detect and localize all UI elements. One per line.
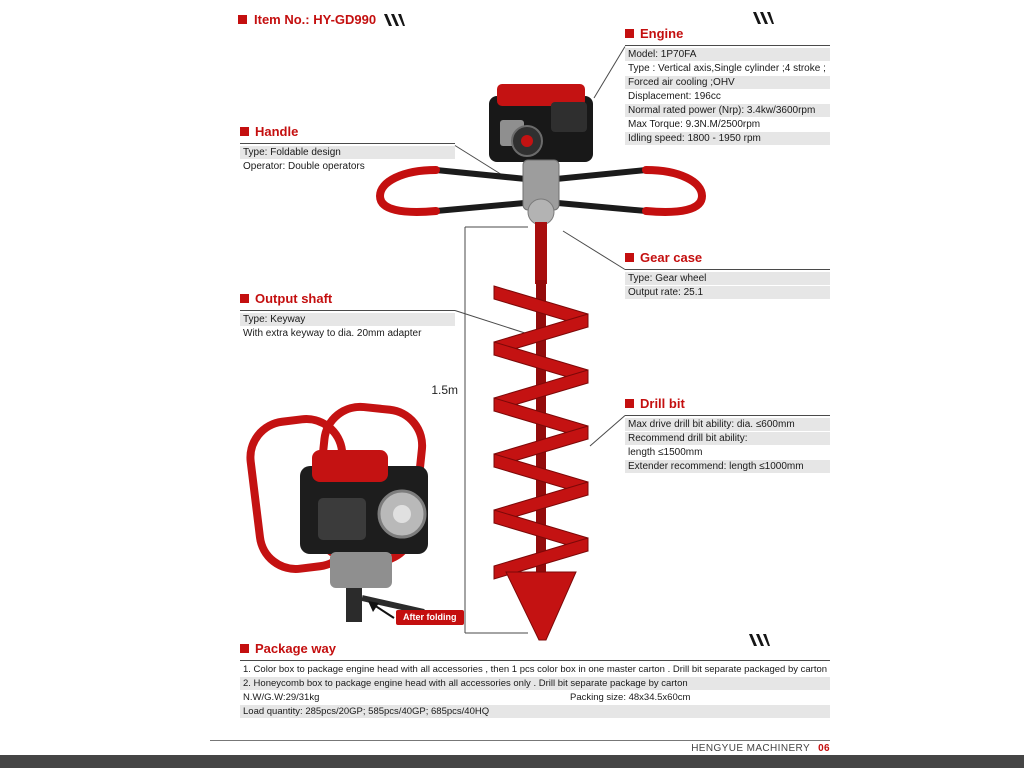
output-shaft-section-header: Output shaft <box>240 291 455 311</box>
folded-machine-figure <box>246 402 428 622</box>
package-way-lines: 1. Color box to package engine head with… <box>240 663 830 718</box>
package-line: Load quantity: 285pcs/20GP; 585pcs/40GP;… <box>240 705 830 718</box>
gear-case-spec-lines: Type: Gear wheel Output rate: 25.1 <box>625 272 830 299</box>
handle-spec-lines: Type: Foldable design Operator: Double o… <box>240 146 455 173</box>
spec-line: Type: Keyway <box>240 313 455 326</box>
spec-line: Idling speed: 1800 - 1950 rpm <box>625 132 830 145</box>
page-number: 06 <box>818 743 830 754</box>
measurement-lines <box>464 226 528 634</box>
package-way-section-title: Package way <box>255 641 336 656</box>
package-line: 2. Honeycomb box to package engine head … <box>240 677 830 690</box>
spec-line: Type: Foldable design <box>240 146 455 159</box>
handle-section-header: Handle <box>240 124 455 144</box>
auger-machine-figure <box>375 84 707 641</box>
output-shaft-spec-lines: Type: Keyway With extra keyway to dia. 2… <box>240 313 455 340</box>
handle-section: Handle Type: Foldable design Operator: D… <box>240 124 455 174</box>
spec-line: With extra keyway to dia. 20mm adapter <box>243 328 422 339</box>
hatch-marks-icon <box>384 13 406 26</box>
gear-case-section: Gear case Type: Gear wheel Output rate: … <box>625 250 830 300</box>
spec-line: Forced air cooling ;OHV <box>625 76 830 89</box>
spec-line: Max Torque: 9.3N.M/2500rpm <box>628 119 761 130</box>
engine-section: Engine Model: 1P70FA Type : Vertical axi… <box>625 26 830 146</box>
spec-line: Operator: Double operators <box>243 161 365 172</box>
package-way-section: Package way 1. Color box to package engi… <box>240 641 830 719</box>
engine-section-title: Engine <box>640 26 684 41</box>
package-line: 1. Color box to package engine head with… <box>243 664 828 675</box>
red-square-bullet <box>238 15 247 24</box>
drill-bit-spec-lines: Max drive drill bit ability: dia. ≤600mm… <box>625 418 830 473</box>
footer-divider <box>210 740 830 741</box>
brand-name: HENGYUE MACHINERY <box>691 743 810 754</box>
engine-section-header: Engine <box>625 26 830 46</box>
callout-lines <box>454 46 626 447</box>
package-line: N.W/G.W:29/31kg Packing size: 48x34.5x60… <box>240 691 830 704</box>
net-gross-weight: N.W/G.W:29/31kg <box>243 692 320 703</box>
red-square-bullet <box>625 29 634 38</box>
red-square-bullet <box>240 127 249 136</box>
after-folding-label: After folding <box>396 610 464 625</box>
item-number: Item No.: HY-GD990 <box>238 12 406 27</box>
red-square-bullet <box>625 399 634 408</box>
hatch-marks-icon <box>749 634 770 646</box>
item-number-label: Item No.: HY-GD990 <box>254 12 377 27</box>
drill-bit-section: Drill bit Max drive drill bit ability: d… <box>625 396 830 474</box>
spec-line: Type : Vertical axis,Single cylinder ;4 … <box>628 63 826 74</box>
spec-line: Extender recommend: length ≤1000mm <box>625 460 830 473</box>
gear-case-section-header: Gear case <box>625 250 830 270</box>
spec-line: Model: 1P70FA <box>625 48 830 61</box>
spec-line: Displacement: 196cc <box>628 91 721 102</box>
handle-section-title: Handle <box>255 124 299 139</box>
drill-bit-section-header: Drill bit <box>625 396 830 416</box>
bottom-bar <box>0 755 1024 768</box>
red-square-bullet <box>240 644 249 653</box>
spec-line: length ≤1500mm <box>628 447 703 458</box>
spec-line: Normal rated power (Nrp): 3.4kw/3600rpm <box>625 104 830 117</box>
engine-spec-lines: Model: 1P70FA Type : Vertical axis,Singl… <box>625 48 830 145</box>
red-square-bullet <box>240 294 249 303</box>
spec-line: Type: Gear wheel <box>625 272 830 285</box>
output-shaft-section-title: Output shaft <box>255 291 333 306</box>
drill-length-label: 1.5m <box>431 383 458 397</box>
output-shaft-section: Output shaft Type: Keyway With extra key… <box>240 291 455 341</box>
spec-line: Output rate: 25.1 <box>625 286 830 299</box>
hatch-marks-icon <box>753 12 774 24</box>
footer: HENGYUE MACHINERY 06 <box>210 743 830 754</box>
spec-line: Recommend drill bit ability: <box>625 432 830 445</box>
drill-bit-section-title: Drill bit <box>640 396 685 411</box>
package-way-section-header: Package way <box>240 641 830 661</box>
packing-size: Packing size: 48x34.5x60cm <box>570 692 691 703</box>
gear-case-section-title: Gear case <box>640 250 703 265</box>
spec-line: Max drive drill bit ability: dia. ≤600mm <box>625 418 830 431</box>
red-square-bullet <box>625 253 634 262</box>
